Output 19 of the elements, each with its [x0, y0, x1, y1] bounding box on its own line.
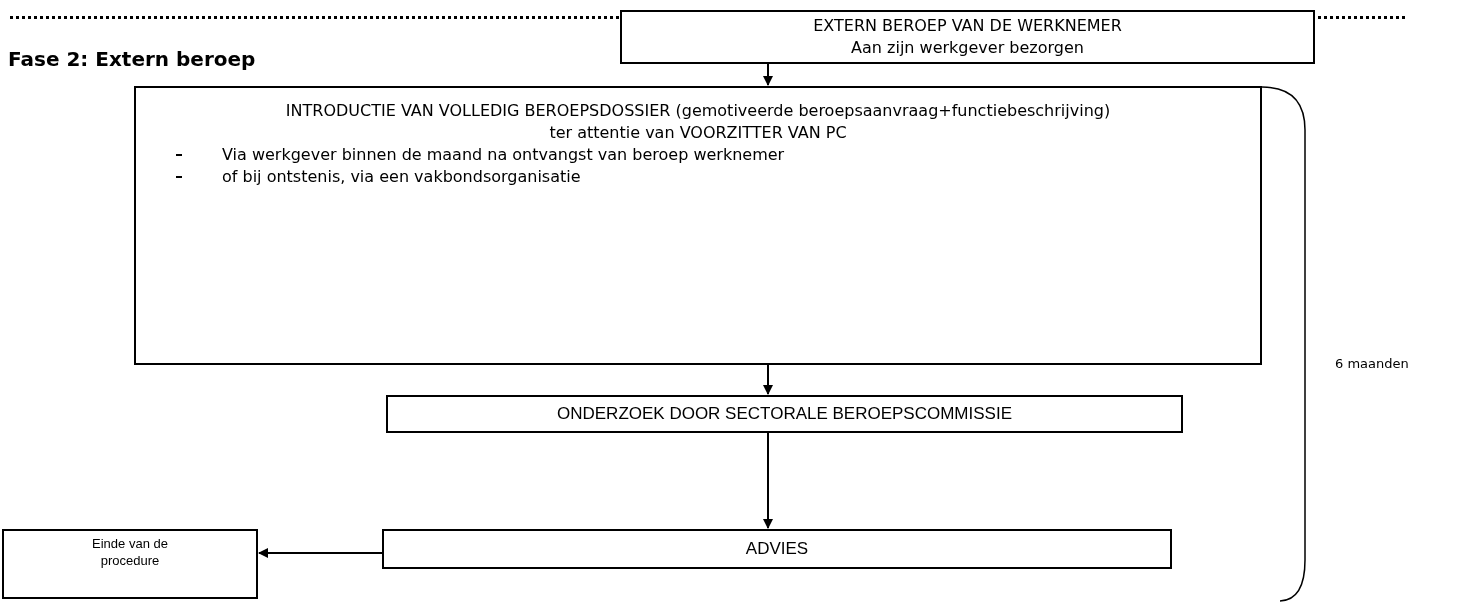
- box-text: Einde van de procedure: [91, 535, 169, 569]
- arrow: [763, 63, 773, 86]
- box-text: ONDERZOEK DOOR SECTORALE BEROEPSCOMMISSIE: [557, 403, 1012, 426]
- duration-label: 6 maanden: [1335, 355, 1409, 373]
- process-box: [2, 529, 258, 599]
- box-text: ADVIES: [745, 538, 809, 561]
- process-box: [134, 86, 1262, 365]
- arrow: [763, 432, 773, 529]
- process-box: [382, 529, 1172, 569]
- box-heading: INTRODUCTIE VAN VOLLEDIG BEROEPSDOSSIER (gemotiveerde beroepsaanvraag+functiebeschrijving) ter attentie van VOORZITTER VAN PC: [284, 100, 1112, 144]
- bullet-item: of bij ontstenis, via een vakbondsorganisatie: [222, 166, 581, 188]
- box-text: Aan zijn werkgever bezorgen: [851, 37, 1084, 59]
- process-box: [620, 10, 1315, 64]
- box-heading: EXTERN BEROEP VAN DE WERKNEMER: [813, 15, 1122, 37]
- bullet-item: Via werkgever binnen de maand na ontvangst van beroep werknemer: [222, 144, 785, 166]
- arrow: [258, 548, 383, 558]
- section-title: Fase 2: Extern beroep: [8, 46, 256, 73]
- arrow: [763, 364, 773, 395]
- process-box: [386, 395, 1183, 433]
